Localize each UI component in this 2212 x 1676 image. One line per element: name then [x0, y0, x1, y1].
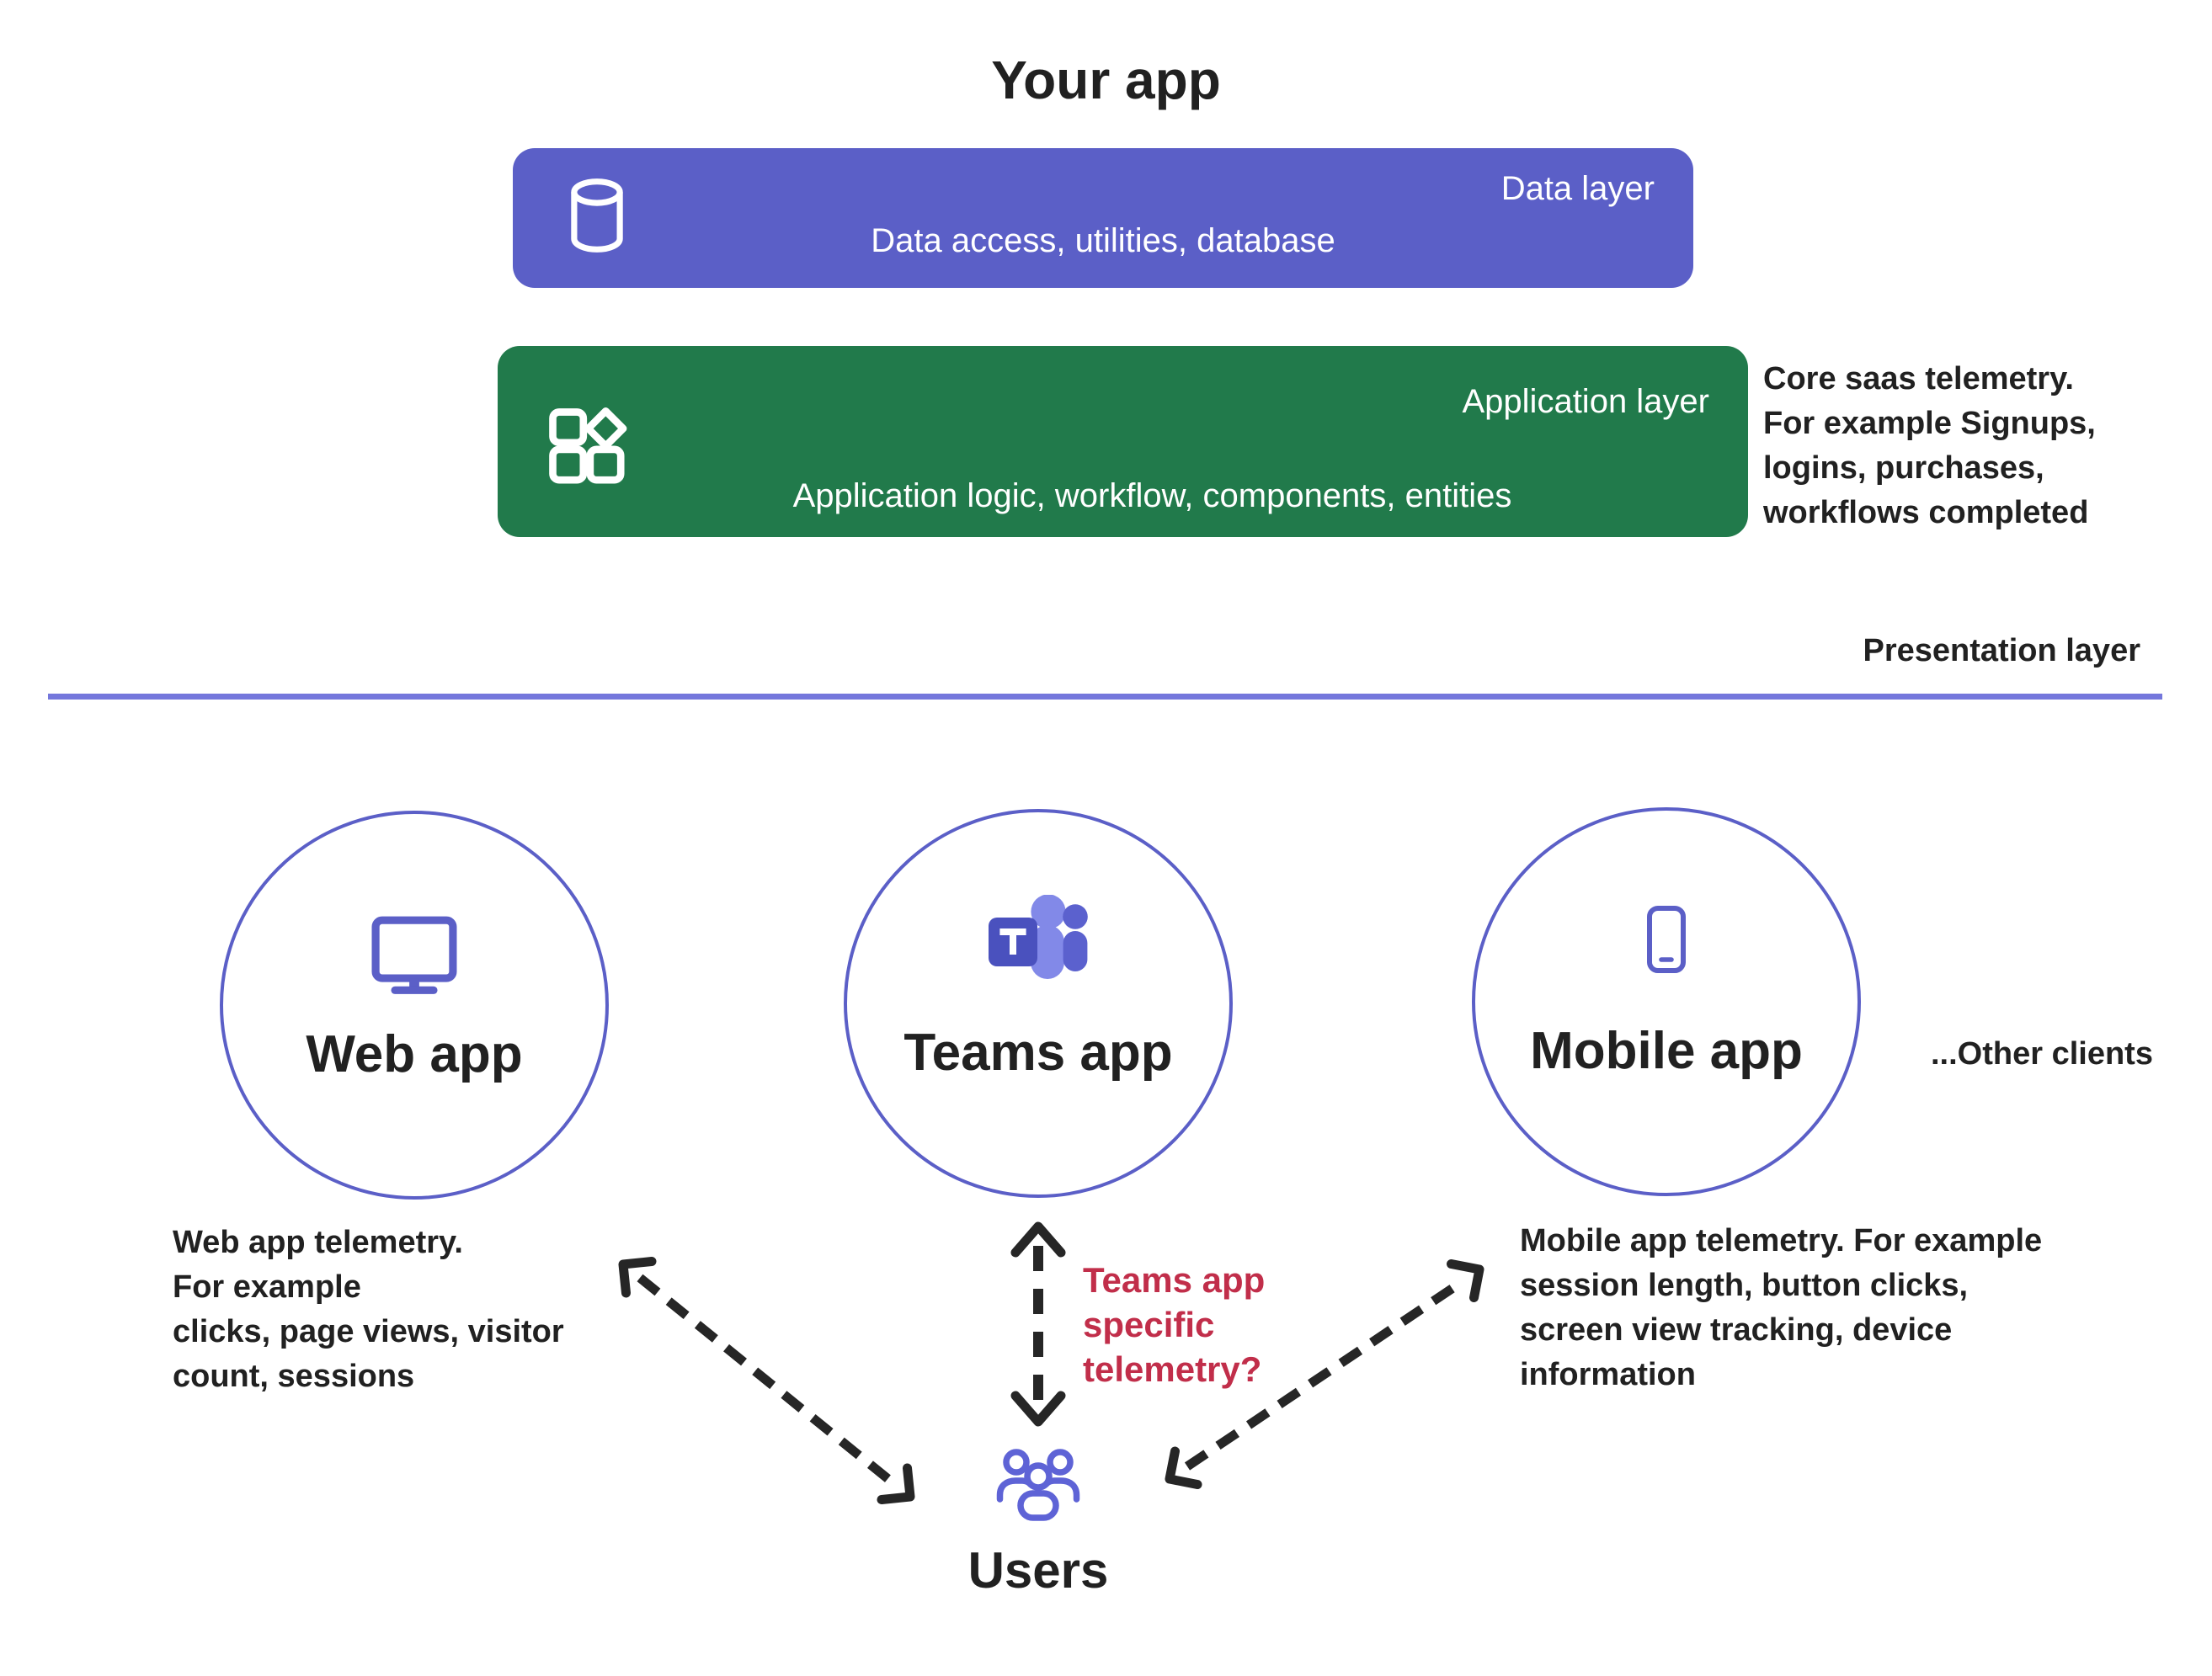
people-group-icon [996, 1449, 1080, 1521]
web-telemetry-note: Web app telemetry. For example clicks, p… [173, 1225, 564, 1394]
users-group: Users [954, 1448, 1122, 1599]
mobile-app-label: Mobile app [1530, 1022, 1803, 1080]
application-layer-description: Application logic, workflow, components,… [792, 477, 1512, 514]
application-layer-box: Application layer Application logic, wor… [498, 346, 1748, 537]
monitor-icon [371, 916, 457, 994]
components-icon [549, 407, 627, 484]
data-layer-label: Data layer [1500, 170, 1655, 207]
teams-app-circle: Teams app [844, 809, 1233, 1198]
teams-telemetry-question: Teams app specific telemetry? [1083, 1260, 1266, 1389]
application-layer-label: Application layer [1462, 383, 1710, 420]
web-app-label: Web app [306, 1025, 523, 1083]
data-layer-description: Data access, utilities, database [871, 222, 1335, 259]
teams-logo-icon [989, 895, 1088, 979]
mobile-app-circle: Mobile app [1472, 807, 1861, 1196]
web-users-arrow [618, 1257, 915, 1504]
teams-app-label: Teams app [903, 1024, 1173, 1082]
database-icon [571, 178, 623, 253]
presentation-layer-label: Presentation layer [1863, 633, 2140, 668]
smartphone-icon [1647, 906, 1686, 973]
mobile-telemetry-note: Mobile app telemetry. For example sessio… [1520, 1223, 2043, 1392]
other-clients-label: ...Other clients [1931, 1036, 2153, 1072]
diagram-title: Your app [991, 50, 1221, 110]
core-saas-telemetry-note: Core saas telemetry. For example Signups… [1763, 361, 2096, 530]
presentation-layer-divider [48, 694, 2162, 700]
users-label: Users [967, 1542, 1109, 1599]
teams-users-arrow [1010, 1221, 1066, 1427]
web-app-circle: Web app [220, 811, 609, 1200]
data-layer-box: Data layer Data access, utilities, datab… [513, 148, 1693, 288]
